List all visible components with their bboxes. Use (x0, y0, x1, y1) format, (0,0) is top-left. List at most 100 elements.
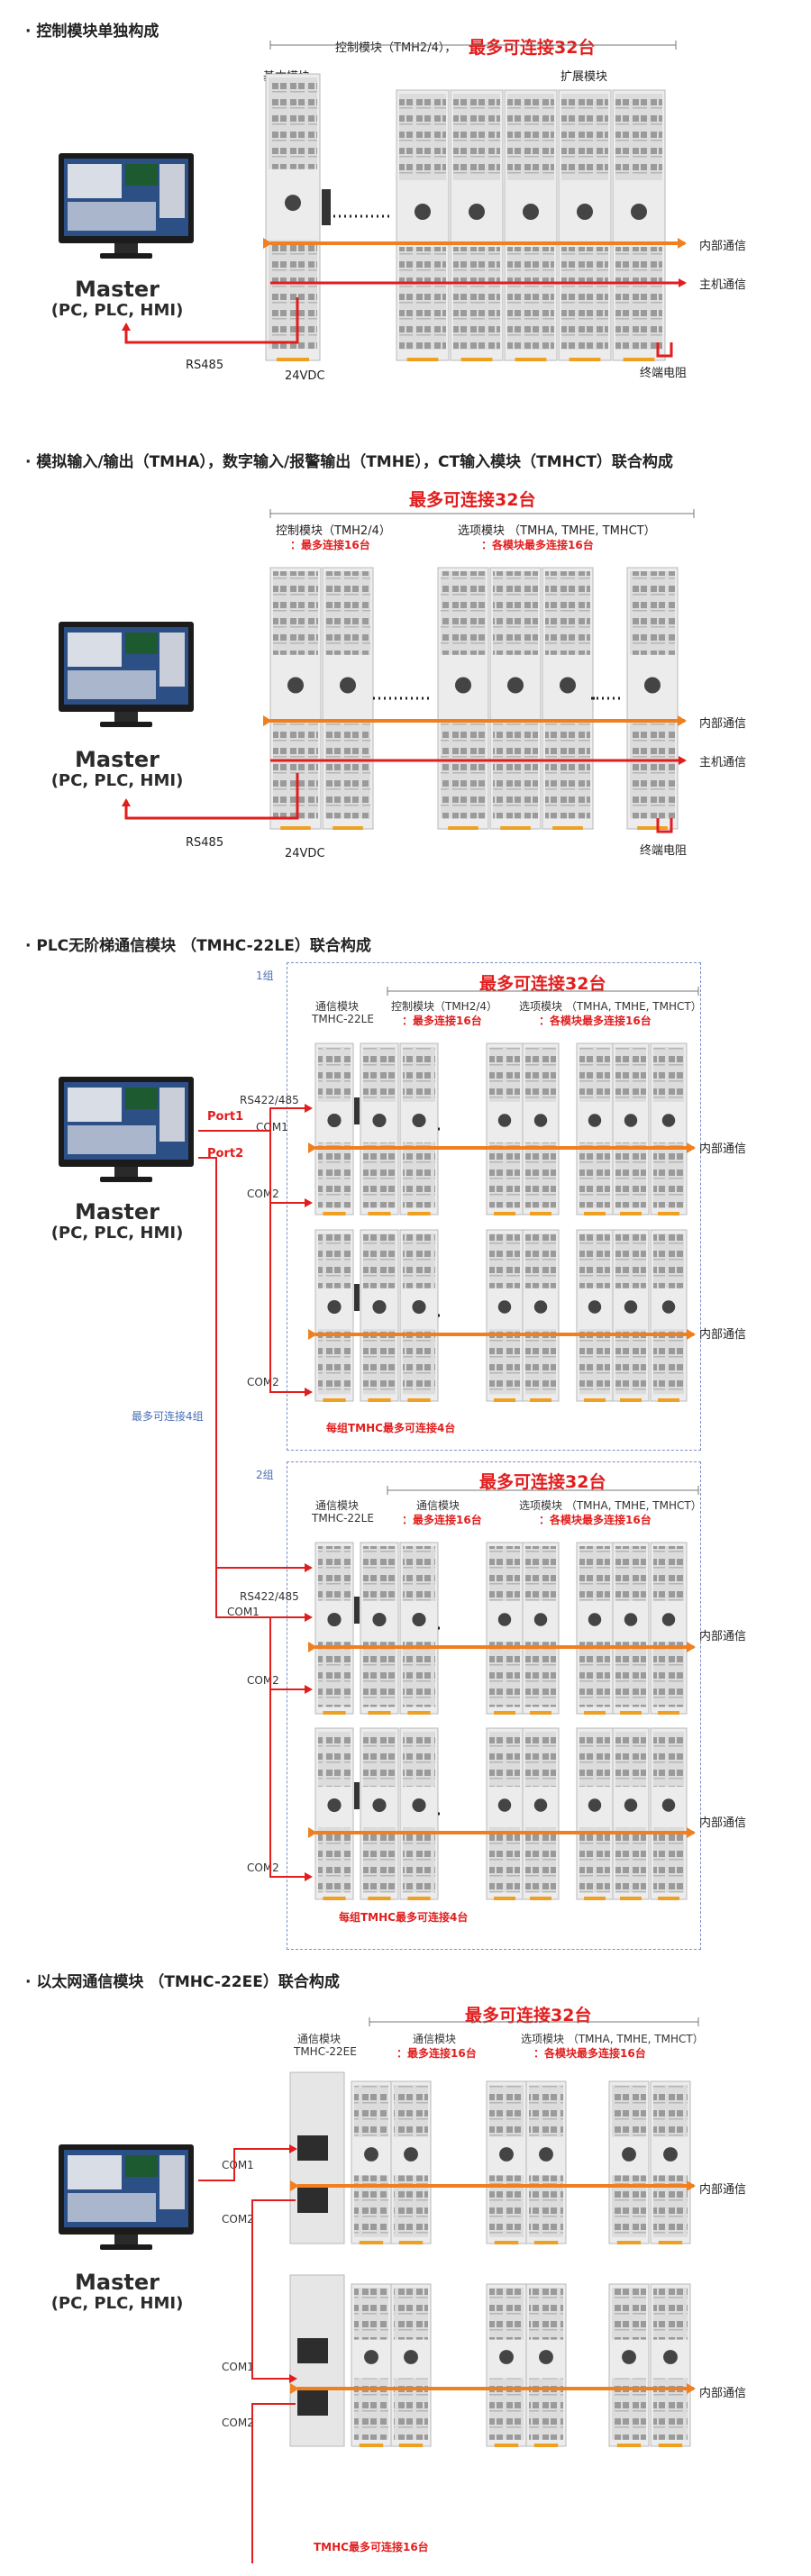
s4-monitor-window (68, 2155, 122, 2189)
s1-expand-module-0-dial (415, 204, 431, 220)
s3-rs-label: RS422/485 (240, 1094, 299, 1106)
s4-opt-label: 选项模块 （TMHA, TMHE, TMHCT） (521, 2033, 704, 2045)
s2-terminator-mark (656, 818, 673, 833)
s2-monitor-panel (159, 633, 185, 687)
g2-comm-model: TMHC-22LE (312, 1512, 374, 1525)
g1-comm-model: TMHC-22LE (312, 1013, 374, 1025)
s3-r0-ctrl-module-1-dial (412, 1113, 426, 1128)
g1-each4: 每组TMHC最多可连接4台 (326, 1422, 456, 1434)
s3-r0-optA-module-0-dial (497, 1114, 512, 1127)
s1-host-label: 主机通信 (699, 278, 747, 292)
s3-r3-optA-module-1-terminals-top (525, 1732, 556, 1787)
s3-r1-ctrl-module-0-latch (368, 1398, 391, 1402)
s3-r3-optA-module-1-dial (533, 1798, 548, 1812)
s4-opt-red: ：各模块最多连接16台 (533, 2047, 646, 2060)
s2-opt-module-0-terminals-bottom (441, 719, 486, 819)
s4-r1-port-b (297, 2390, 328, 2416)
section1-title: · 控制模块单独构成 (25, 23, 159, 41)
s3-r1-comm-module-0-latch (323, 1398, 346, 1402)
s4-r1-optB-module-1-latch (658, 2444, 683, 2447)
s4-r1-optA-module-0-terminals-top (489, 2288, 524, 2340)
s3-r0-optB-module-2-terminals-bottom (653, 1142, 684, 1208)
s4-monitor-neck (114, 2235, 138, 2245)
s3-r3-ctrl-module-1-terminals-top (403, 1732, 435, 1787)
s2-opt-red: ：各模块最多连接16台 (481, 539, 594, 551)
s3-r1-comm-module-0-terminals-bottom (318, 1329, 351, 1395)
s4-com2b: COM2 (222, 2417, 254, 2429)
s1-expand-module-2-terminals-bottom (507, 247, 554, 350)
s3-g2-com2b (269, 1689, 313, 1881)
g1-comm-label: 通信模块 (315, 1000, 360, 1013)
s4-r0-ctrl-module-0-latch (359, 2241, 384, 2244)
s3-r3-ctrl-module-1-latch (407, 1897, 431, 1900)
s1-master-sub: (PC, PLC, HMI) (50, 301, 184, 320)
s3-port2-line (198, 1157, 313, 1572)
s3-r2-ctrl-module-1-terminals-bottom (403, 1642, 435, 1707)
s1-expand-module-0-latch (406, 358, 439, 361)
s4-r0-optA-module-0-latch (494, 2241, 519, 2244)
s1-expand-module-3-dial (577, 204, 593, 220)
s3-r3-optB-module-2-terminals-top (653, 1732, 684, 1787)
s3-r3-ctrl-module-0-terminals-bottom (363, 1827, 396, 1893)
s3-r2-optA-module-0-dial (497, 1613, 512, 1626)
s2-power-label: 24VDC (285, 847, 325, 860)
s1-expand-label: 扩展模块 (560, 70, 608, 84)
s2-master-sub: (PC, PLC, HMI) (50, 771, 184, 790)
s4-r0-optB-module-0-latch (616, 2241, 642, 2244)
s3-r2-optB-module-0-terminals-bottom (579, 1642, 610, 1707)
s3-g2-com2a (269, 1617, 313, 1694)
section3-title: · PLC无阶梯通信模块 （TMHC-22LE）联合构成 (25, 937, 371, 955)
s1-monitor-window (68, 164, 122, 198)
s3-r1-optB-module-1-latch (620, 1398, 642, 1402)
s3-r3-comm-module-0-terminals-top (318, 1732, 351, 1787)
s3-r2-optB-module-0-latch (584, 1711, 606, 1715)
s2-ctrl-module-0-latch (280, 826, 311, 830)
s3-r1-ctrl-module-1-latch (407, 1398, 431, 1402)
s3-r2-comm-module-0-terminals-top (318, 1546, 351, 1601)
s4-r0-optA-module-1-latch (533, 2241, 559, 2244)
s2-opt-module-2-dial (560, 677, 576, 694)
s3-r1-optB-module-2-dial (661, 1300, 676, 1314)
s1-expand-module-3-terminals-bottom (561, 247, 608, 350)
section4-title: · 以太网通信模块 （TMHC-22EE）联合构成 (25, 1973, 340, 1991)
s3-r1-ctrl-module-0-terminals-top (363, 1233, 396, 1288)
g2-com1: COM1 (227, 1606, 260, 1618)
s3-r3-ctrl-module-0-terminals-top (363, 1732, 396, 1787)
s3-r3-optA-module-0-latch (494, 1897, 515, 1900)
s3-r3-comm-module-0-terminals-bottom (318, 1827, 351, 1893)
s3-r0-optA-module-1-terminals-top (525, 1047, 556, 1102)
s3-r3-optB-module-2-latch (658, 1897, 679, 1900)
s4-r0-optA-module-0-dial (499, 2147, 514, 2162)
s3-r0-ctrl-module-1-latch (407, 1212, 431, 1215)
s3-r3-optB-module-0-latch (584, 1897, 606, 1900)
s3-r0-comm-module-0-latch (323, 1212, 346, 1215)
s2-opt-module-0-terminals-top (441, 571, 486, 655)
s4-r1-optA-module-1-terminals-top (529, 2288, 563, 2340)
s3-r1-comm-module-0-dial (327, 1299, 342, 1315)
s3-r1-optB-module-1-terminals-bottom (615, 1329, 646, 1395)
s2-ct-module-0-terminals-top (630, 571, 675, 655)
s4-r1-ctrl-module-1-terminals-top (394, 2288, 428, 2340)
s4-r0-optB-module-0-dial (622, 2147, 636, 2162)
s4-internal-a: 内部通信 (699, 2183, 747, 2197)
s3-r1-ctrl-module-1-terminals-top (403, 1233, 435, 1288)
s3-r2-optA-module-0-terminals-bottom (489, 1642, 520, 1707)
s3-r3-optA-module-0-dial (497, 1798, 512, 1812)
s4-r1-ctrl-module-0-terminals-top (354, 2288, 388, 2340)
s3-g1-com2a (269, 1131, 313, 1207)
s2-ct-module-0-latch (637, 826, 668, 830)
s4-r1-port-a (297, 2338, 328, 2363)
s4-r0-optB-module-1-dial (663, 2147, 678, 2162)
s1-internal-label: 内部通信 (699, 240, 747, 253)
s3-r1-optB-module-2-terminals-top (653, 1233, 684, 1288)
s2-ctrl-label: 控制模块（TMH2/4） (276, 524, 391, 538)
s3-r0-connector (354, 1097, 360, 1124)
s4-monitor-table (68, 2193, 156, 2222)
s2-opt-module-0-latch (448, 826, 478, 830)
s1-rs485-label: RS485 (186, 359, 224, 372)
s3-r3-comm-module-0-dial (327, 1798, 342, 1813)
s3-monitor-stand (100, 1177, 152, 1182)
s3-r1-optA-module-0-latch (494, 1398, 515, 1402)
s4-ctrl-label: 通信模块 (413, 2033, 457, 2045)
s1-basic-module-0-terminals-bottom (269, 240, 317, 350)
